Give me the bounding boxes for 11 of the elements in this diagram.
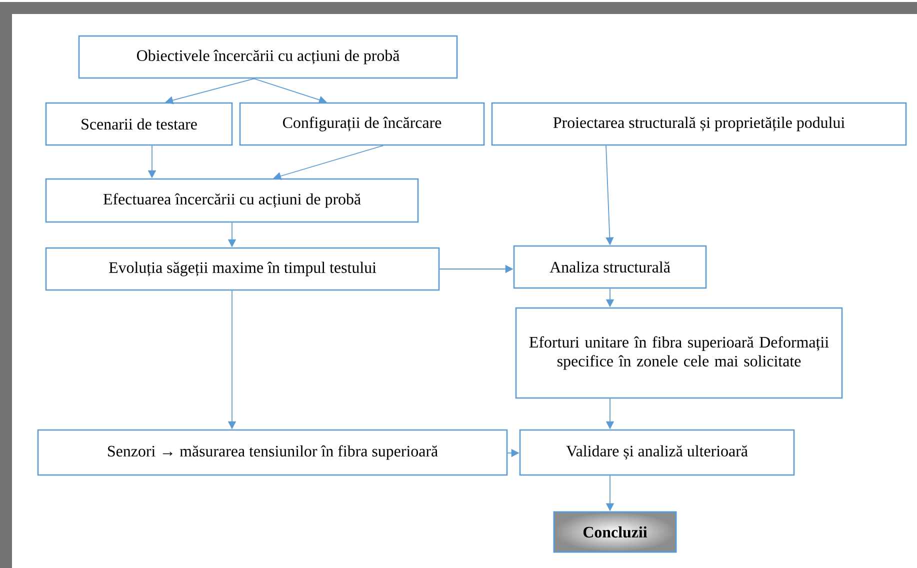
process-box: Analiza structurală — [513, 245, 707, 289]
process-box: Scenarii de testare — [45, 102, 233, 146]
process-box: Configurații de încărcare — [239, 102, 485, 146]
process-box: Obiectivele încercării cu acțiuni de probă — [78, 35, 458, 79]
process-box: Validare și analiză ulterioară — [519, 429, 795, 476]
process-box: Evoluția săgeții maxime în timpul testului — [45, 247, 440, 291]
conclusion-box: Concluzii — [553, 511, 677, 553]
process-box: Proiectarea structurală și proprietățile podului — [491, 102, 907, 146]
process-box: Senzori → măsurarea tensiunilor în fibra superioară — [37, 429, 508, 476]
process-box: Eforturi unitare în fibra superioară Deformații specifice în zonele cele mai solicitate — [515, 307, 843, 399]
process-box: Efectuarea încercării cu acțiuni de probă — [45, 178, 419, 223]
